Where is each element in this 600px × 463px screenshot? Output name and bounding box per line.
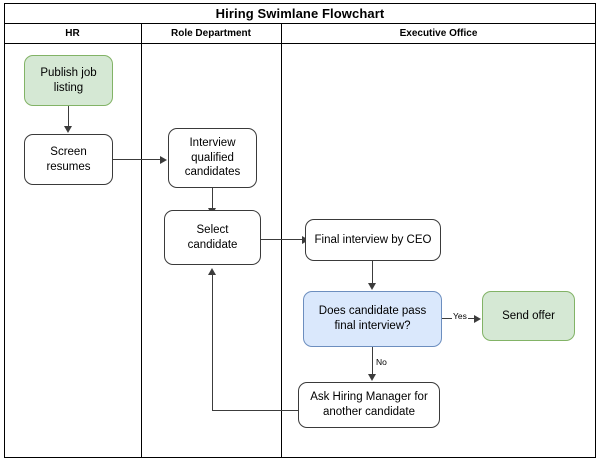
edge-screen-to-interview-arrow	[160, 155, 167, 164]
node-screen-resumes[interactable]: Screen resumes	[24, 134, 113, 185]
edge-decision-to-sendoffer-arrow	[474, 314, 481, 323]
node-ask-hiring-manager[interactable]: Ask Hiring Manager for another candidate	[298, 382, 440, 428]
node-publish-job-listing[interactable]: Publish job listing	[24, 55, 113, 106]
edge-decision-to-ask-line	[372, 347, 373, 375]
node-select-candidate-label: Select candidate	[187, 223, 238, 251]
lane-header-role-department-label: Role Department	[170, 28, 251, 39]
edge-label-yes: Yes	[452, 311, 468, 321]
node-final-interview-by-ceo[interactable]: Final interview by CEO	[305, 219, 441, 261]
edge-publish-to-screen-arrow	[64, 126, 72, 133]
lane-header-hr-label: HR	[65, 28, 80, 39]
node-does-candidate-pass-final-interview-label: Does candidate pass final interview?	[318, 305, 427, 332]
edge-final-to-decision-line	[372, 261, 373, 284]
node-interview-qualified-candidates[interactable]: Interview qualified candidates	[168, 128, 257, 188]
node-screen-resumes-label: Screen resumes	[46, 145, 91, 173]
edge-decision-to-ask-arrow	[368, 374, 376, 381]
lane-divider-1	[141, 24, 142, 458]
edge-publish-to-screen-line	[68, 106, 69, 128]
node-ask-hiring-manager-label: Ask Hiring Manager for another candidate	[310, 391, 428, 418]
lane-header-executive-office-label: Executive Office	[399, 28, 478, 39]
lane-header-executive-office: Executive Office	[281, 24, 596, 44]
diagram-title-bar: Hiring Swimlane Flowchart	[4, 3, 596, 24]
diagram-title: Hiring Swimlane Flowchart	[215, 5, 385, 21]
edge-label-no: No	[375, 357, 388, 367]
node-select-candidate[interactable]: Select candidate	[164, 210, 261, 265]
edge-select-to-final-line	[261, 239, 305, 240]
node-final-interview-by-ceo-label: Final interview by CEO	[314, 233, 432, 246]
edge-ask-to-select-horizontal	[212, 410, 299, 411]
edge-ask-to-select-vertical	[212, 275, 213, 411]
node-publish-job-listing-label: Publish job listing	[40, 66, 97, 94]
edge-ask-to-select-arrow	[208, 268, 216, 275]
edge-screen-to-interview-line	[113, 159, 163, 160]
node-send-offer[interactable]: Send offer	[482, 291, 575, 341]
lane-header-role-department: Role Department	[141, 24, 281, 44]
node-does-candidate-pass-final-interview[interactable]: Does candidate pass final interview?	[303, 291, 442, 347]
edge-final-to-decision-arrow	[368, 283, 376, 290]
node-send-offer-label: Send offer	[502, 309, 555, 322]
lane-header-hr: HR	[4, 24, 141, 44]
edge-interview-to-select-line	[212, 188, 213, 210]
node-interview-qualified-candidates-label: Interview qualified candidates	[184, 136, 241, 179]
lane-divider-2	[281, 24, 282, 458]
